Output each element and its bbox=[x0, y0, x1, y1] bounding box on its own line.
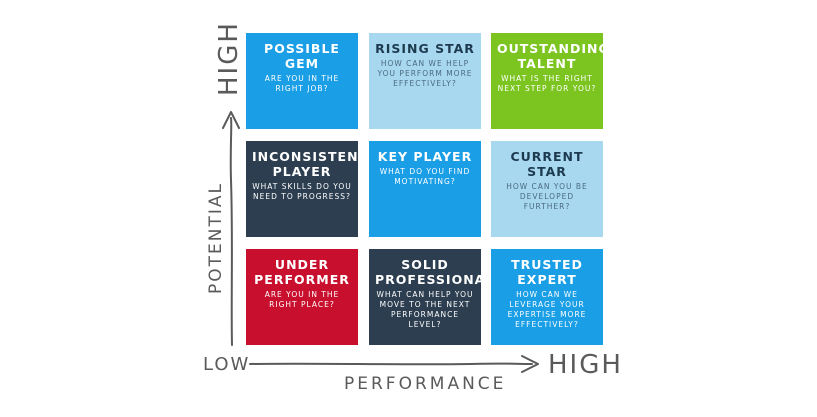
box-inconsistent-player: INCONSISTENT PLAYER WHAT SKILLS DO YOU N… bbox=[246, 141, 358, 237]
box-rising-star: RISING STAR HOW CAN WE HELP YOU PERFORM … bbox=[369, 33, 481, 129]
box-possible-gem: POSSIBLE GEM ARE YOU IN THE RIGHT JOB? bbox=[246, 33, 358, 129]
box-title: SOLID PROFESSIONAL bbox=[375, 257, 481, 287]
box-question: WHAT SKILLS DO YOU NEED TO PROGRESS? bbox=[252, 182, 352, 201]
box-trusted-expert: TRUSTED EXPERT HOW CAN WE LEVERAGE YOUR … bbox=[491, 249, 603, 345]
x-axis-low-label: LOW bbox=[203, 354, 251, 375]
box-question: HOW CAN WE HELP YOU PERFORM MORE EFFECTI… bbox=[377, 59, 473, 88]
box-title: RISING STAR bbox=[375, 41, 475, 56]
box-current-star: CURRENT STAR HOW CAN YOU BE DEVELOPED FU… bbox=[491, 141, 603, 237]
box-question: ARE YOU IN THE RIGHT JOB? bbox=[264, 74, 340, 93]
box-title: INCONSISTENT PLAYER bbox=[252, 149, 358, 179]
box-title: POSSIBLE GEM bbox=[264, 41, 340, 71]
box-key-player: KEY PLAYER WHAT DO YOU FIND MOTIVATING? bbox=[369, 141, 481, 237]
box-question: WHAT CAN HELP YOU MOVE TO THE NEXT PERFO… bbox=[376, 290, 474, 329]
x-axis-arrow bbox=[249, 362, 533, 366]
y-axis-arrowhead bbox=[222, 111, 240, 129]
box-question: HOW CAN YOU BE DEVELOPED FURTHER? bbox=[506, 182, 588, 211]
box-title: KEY PLAYER bbox=[377, 149, 473, 164]
y-axis-title: POTENTIAL bbox=[206, 182, 226, 294]
box-solid-professional: SOLID PROFESSIONAL WHAT CAN HELP YOU MOV… bbox=[369, 249, 481, 345]
box-title: UNDER PERFORMER bbox=[254, 257, 350, 287]
box-question: ARE YOU IN THE RIGHT PLACE? bbox=[264, 290, 340, 309]
box-title: OUTSTANDING TALENT bbox=[497, 41, 603, 71]
box-question: WHAT IS THE RIGHT NEXT STEP FOR YOU? bbox=[497, 74, 597, 93]
box-question: WHAT DO YOU FIND MOTIVATING? bbox=[379, 167, 471, 186]
box-title: CURRENT STAR bbox=[510, 149, 584, 179]
box-under-performer: UNDER PERFORMER ARE YOU IN THE RIGHT PLA… bbox=[246, 249, 358, 345]
y-axis-arrow bbox=[229, 117, 233, 346]
box-question: HOW CAN WE LEVERAGE YOUR EXPERTISE MORE … bbox=[507, 290, 587, 329]
x-axis-arrowhead bbox=[521, 355, 539, 373]
x-axis-title: PERFORMANCE bbox=[344, 374, 507, 394]
y-axis-high-label: HIGH bbox=[214, 21, 244, 96]
box-outstanding-talent: OUTSTANDING TALENT WHAT IS THE RIGHT NEX… bbox=[491, 33, 603, 129]
box-title: TRUSTED EXPERT bbox=[511, 257, 583, 287]
x-axis-high-label: HIGH bbox=[548, 350, 623, 380]
